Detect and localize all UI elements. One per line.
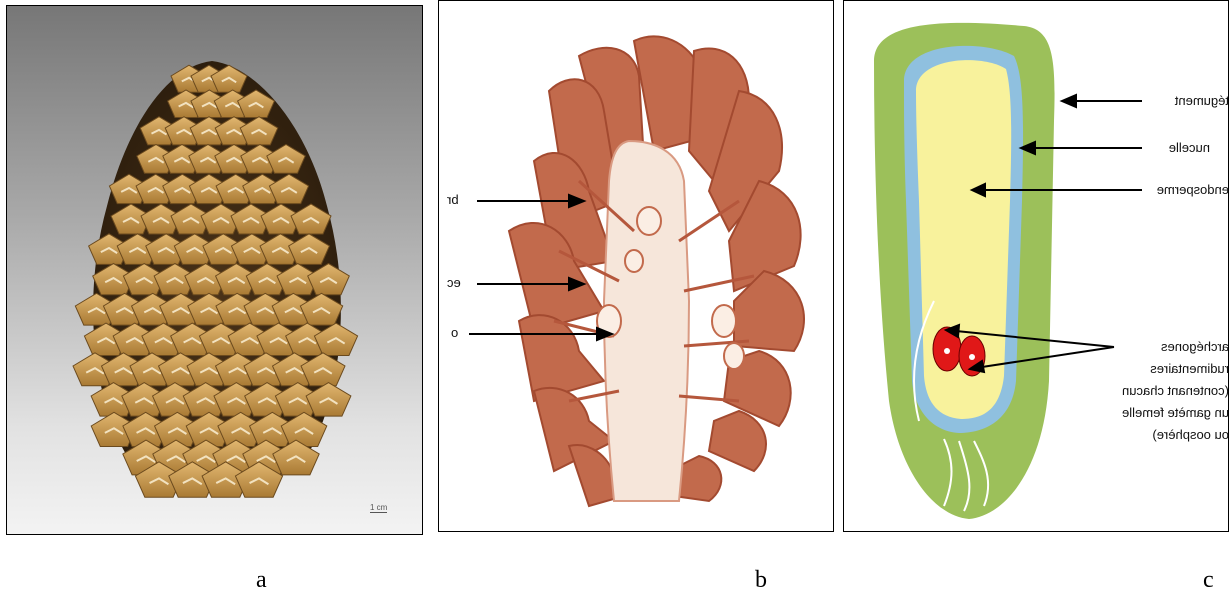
pine-cone-illustration [7,6,423,535]
label-nucelle: nucelle [1169,137,1210,159]
label-archegones-line-4: un gamète femelle [1122,402,1229,424]
label-archegones-line-3: (contenant chacun [1122,380,1229,402]
caption-b: b [755,567,767,594]
cone-section-illustration [439,1,834,532]
ovule-diagram-panel: tégument nucelle endosperme archégones r… [843,0,1229,532]
label-archegones-line-2: rudimentaires [1122,358,1229,380]
scale-bar-label: 1 cm [370,503,387,513]
caption-c: c [1203,567,1214,594]
label-ec: ec [447,275,461,290]
label-archegones: archégones rudimentaires (contenant chac… [1122,336,1229,446]
caption-a: a [256,567,267,594]
cone-section-panel: br ec o [438,0,834,532]
pine-cone-photo-panel: 1 cm [6,5,423,535]
label-archegones-line-1: archégones [1122,336,1229,358]
label-br: br [447,192,459,207]
label-o: o [451,325,458,340]
label-endosperme: endosperme [1157,179,1229,201]
cone-scales [73,65,358,497]
ovule-diagram [844,1,1229,532]
label-archegones-line-5: ou oosphère) [1122,424,1229,446]
label-tegument: tégument [1175,90,1229,112]
